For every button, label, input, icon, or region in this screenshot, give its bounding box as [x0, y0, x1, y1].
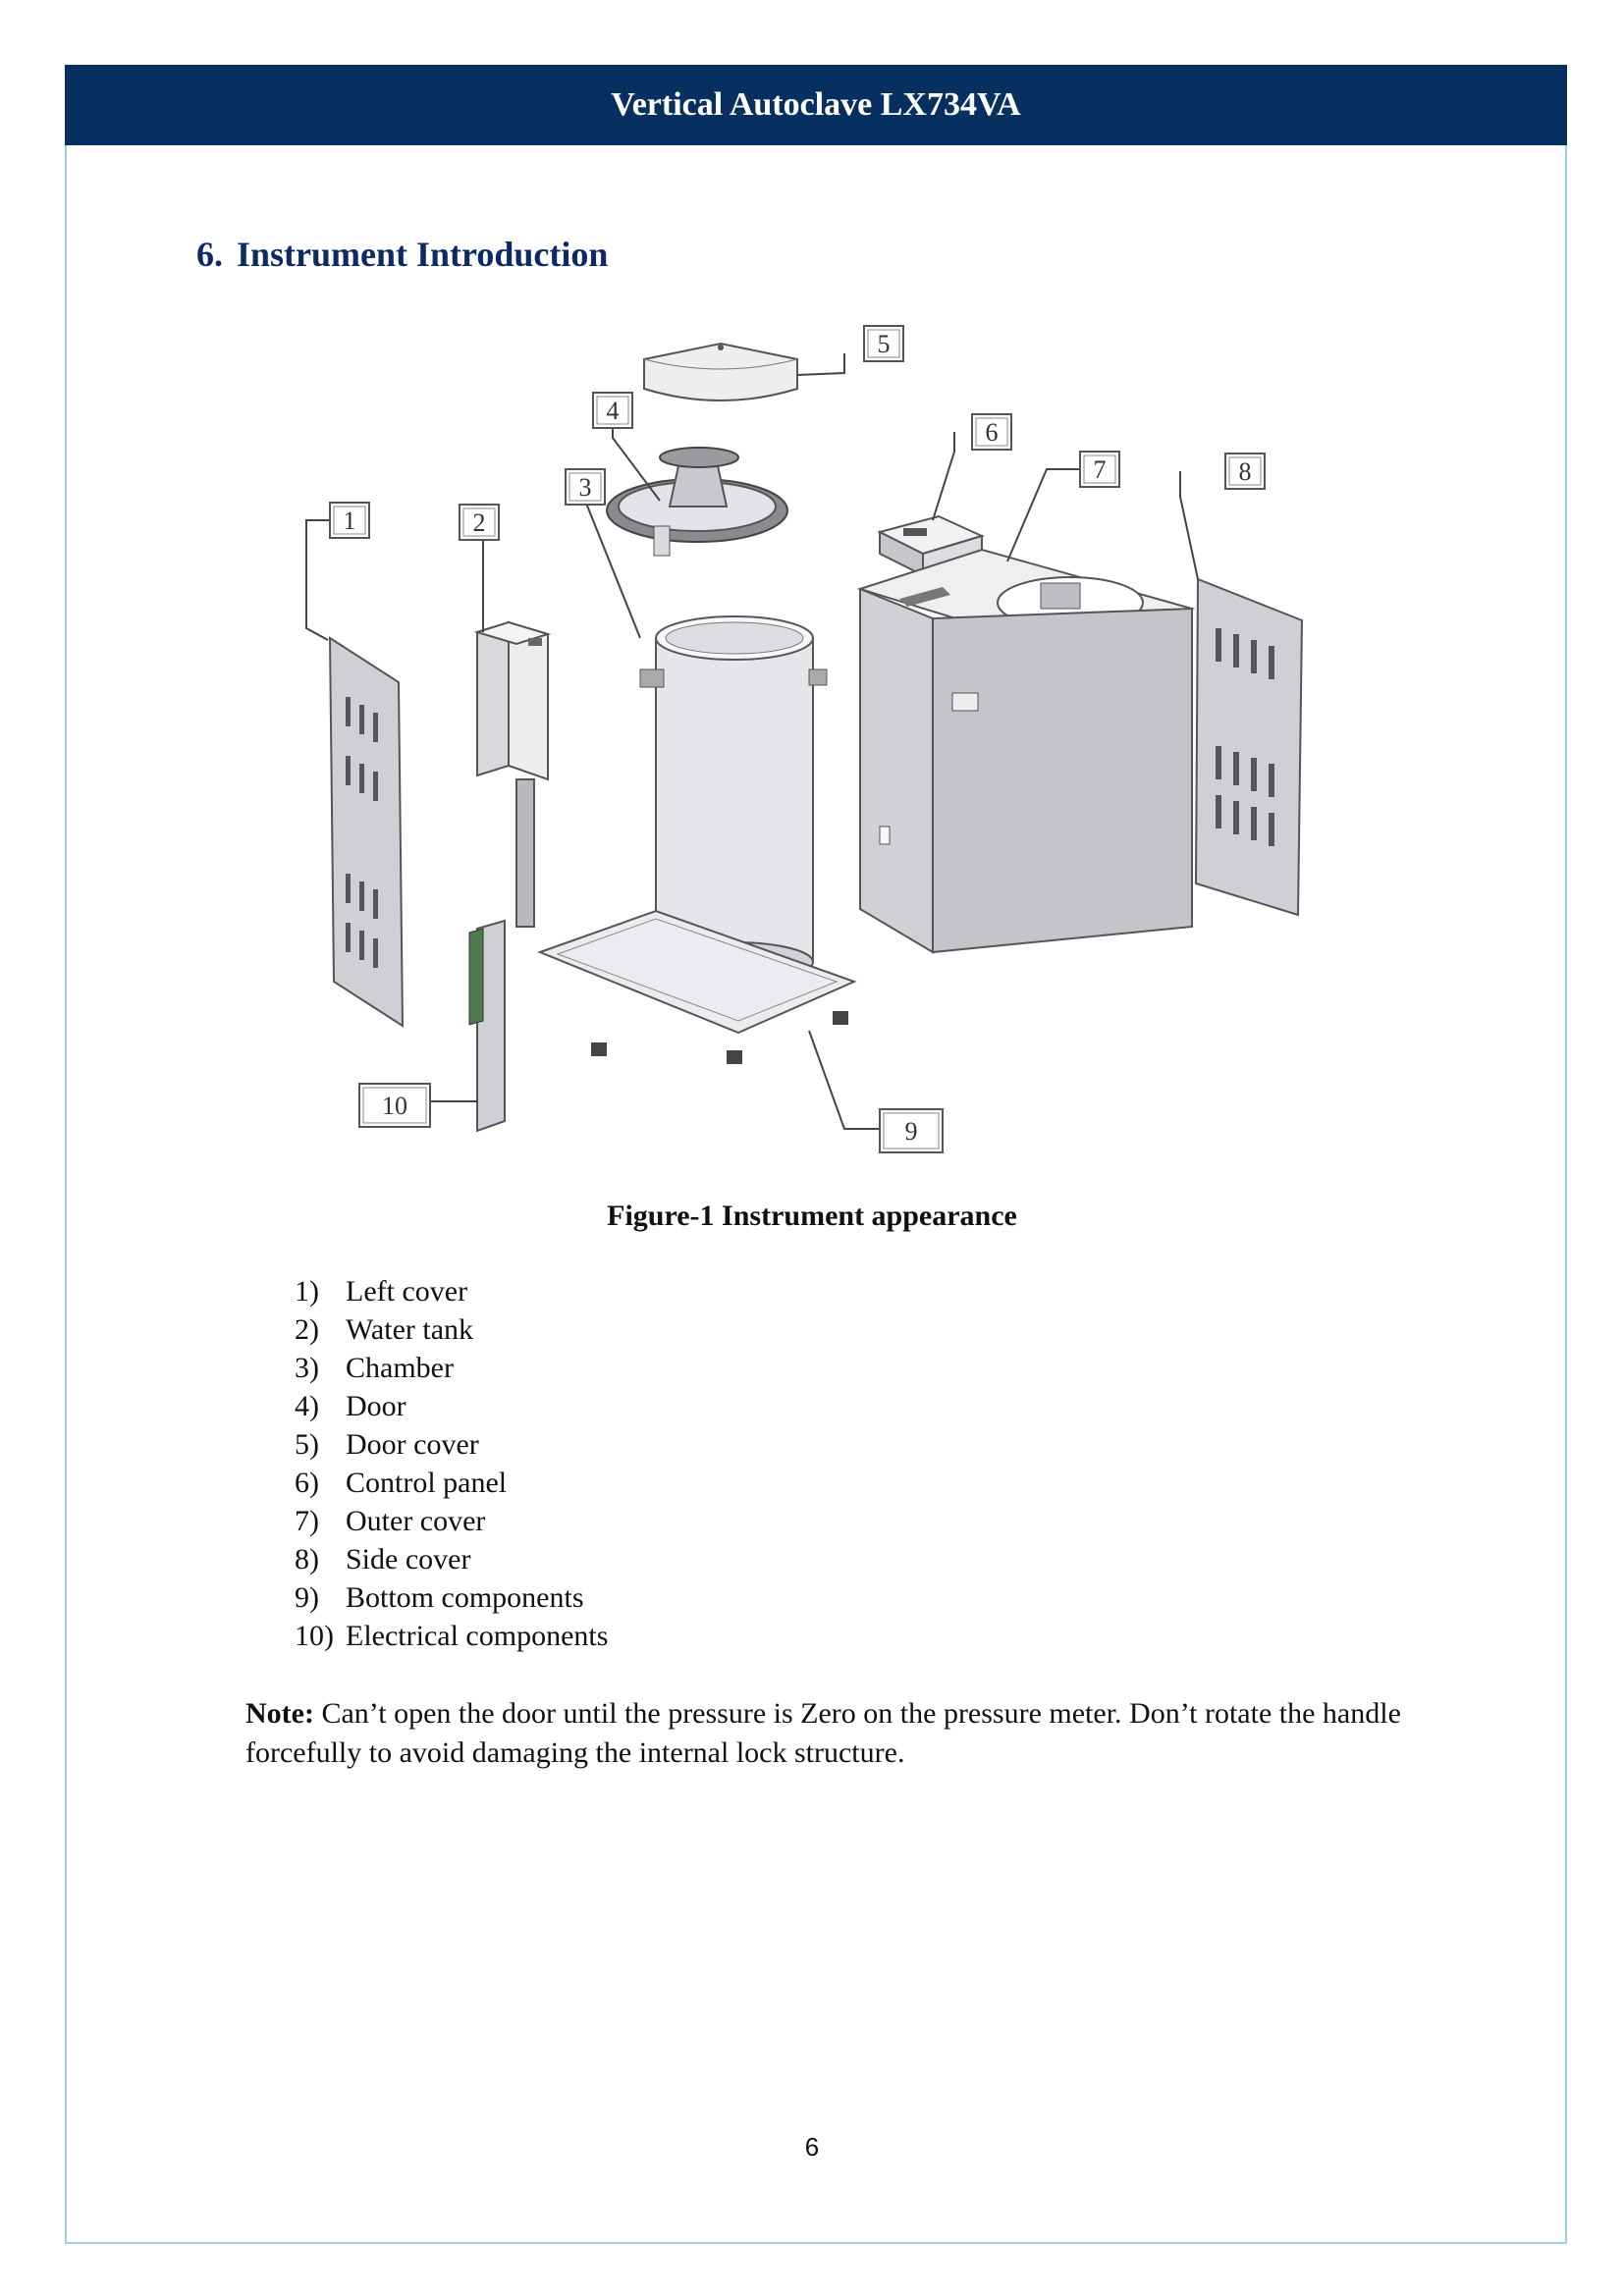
figure-caption: Figure-1 Instrument appearance	[607, 1200, 1017, 1232]
list-item: 9) Bottom components	[295, 1578, 608, 1617]
svg-text:10: 10	[382, 1092, 407, 1120]
list-item-number: 1)	[295, 1275, 319, 1308]
callout-6: 6	[971, 413, 1012, 451]
section-title: Instrument Introduction	[237, 235, 609, 274]
svg-text:5: 5	[878, 330, 891, 358]
left-cover-vents	[346, 697, 378, 968]
exploded-view-svg: 1 2 3 4 5 6 7	[305, 325, 1304, 1153]
svg-text:6: 6	[986, 418, 999, 447]
document-title: Vertical Autoclave LX734VA	[611, 86, 1021, 123]
list-item: 7) Outer cover	[295, 1502, 608, 1540]
side-cover-vents	[1216, 628, 1274, 846]
part-left-cover	[328, 636, 405, 1028]
svg-text:4: 4	[607, 397, 620, 425]
list-item: 1) Left cover	[295, 1272, 608, 1310]
part-electrical-components	[468, 919, 506, 1133]
callout-8: 8	[1224, 453, 1266, 490]
list-item-number: 7)	[295, 1505, 319, 1537]
list-item-number: 10)	[295, 1620, 334, 1652]
list-item-number: 6)	[295, 1467, 319, 1499]
callout-10: 10	[358, 1083, 431, 1128]
part-side-cover	[1194, 577, 1304, 917]
section-heading: 6. Instrument Introduction	[196, 234, 608, 275]
callout-5: 5	[863, 325, 904, 362]
part-door	[606, 447, 788, 557]
list-item-number: 4)	[295, 1390, 319, 1422]
list-item: 10) Electrical components	[295, 1617, 608, 1655]
list-item: 3) Chamber	[295, 1349, 608, 1387]
list-item-label: Electrical components	[346, 1620, 609, 1652]
list-item: 6) Control panel	[295, 1464, 608, 1502]
svg-text:2: 2	[473, 508, 486, 537]
callout-7: 7	[1079, 451, 1120, 488]
callout-2: 2	[459, 504, 500, 541]
list-item: 5) Door cover	[295, 1425, 608, 1464]
part-bottom-components	[537, 909, 857, 1064]
svg-text:9: 9	[905, 1117, 918, 1146]
list-item-label: Water tank	[346, 1313, 474, 1346]
page-number: 6	[804, 2132, 820, 2162]
list-item-label: Door cover	[346, 1428, 479, 1461]
note-text: Can’t open the door until the pressure i…	[245, 1697, 1401, 1769]
list-item-label: Control panel	[346, 1467, 508, 1499]
list-item-number: 8)	[295, 1543, 319, 1575]
list-item-label: Outer cover	[346, 1505, 486, 1537]
list-item: 4) Door	[295, 1387, 608, 1425]
list-item-label: Left cover	[346, 1275, 468, 1308]
header-bar: Vertical Autoclave LX734VA	[65, 65, 1567, 145]
list-item-number: 5)	[295, 1428, 319, 1461]
list-item-number: 9)	[295, 1581, 319, 1614]
instrument-exploded-diagram: 1 2 3 4 5 6 7	[295, 304, 1335, 1188]
part-door-cover	[643, 342, 798, 401]
callout-9: 9	[879, 1108, 944, 1153]
svg-text:7: 7	[1094, 455, 1107, 484]
svg-text:1: 1	[344, 507, 356, 535]
list-item: 8) Side cover	[295, 1540, 608, 1578]
list-item-label: Bottom components	[346, 1581, 584, 1614]
svg-text:8: 8	[1239, 457, 1252, 486]
list-item-number: 3)	[295, 1352, 319, 1384]
svg-text:3: 3	[579, 473, 592, 502]
list-item-label: Side cover	[346, 1543, 471, 1575]
part-chamber	[639, 615, 828, 983]
list-item-label: Chamber	[346, 1352, 454, 1384]
note-paragraph: Note: Can’t open the door until the pres…	[245, 1694, 1463, 1773]
section-number: 6.	[196, 235, 223, 274]
list-item: 2) Water tank	[295, 1310, 608, 1349]
callout-4: 4	[592, 392, 633, 429]
list-item-number: 2)	[295, 1313, 319, 1346]
callout-1: 1	[329, 502, 370, 539]
note-label: Note:	[245, 1697, 314, 1730]
part-outer-cover	[856, 548, 1196, 954]
part-water-tank	[473, 620, 552, 928]
list-item-label: Door	[346, 1390, 406, 1422]
callout-3: 3	[565, 468, 606, 506]
